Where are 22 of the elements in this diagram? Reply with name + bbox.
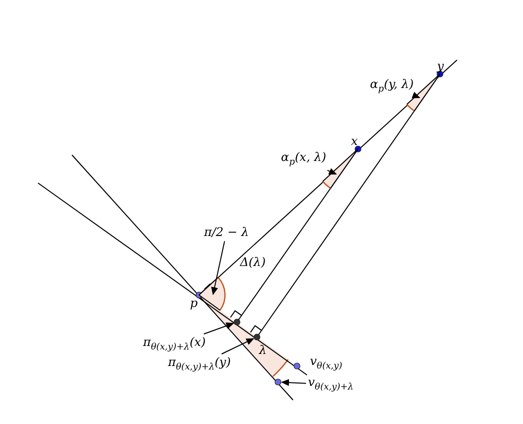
math-label: α$_{p}$(x, λ) bbox=[281, 151, 326, 168]
leader-arrow bbox=[203, 322, 234, 334]
math-label: π$_{θ(x,y)+λ}$(x) bbox=[143, 336, 206, 354]
math-label: v$_{θ(x,y)+λ}$ bbox=[308, 376, 354, 394]
math-label: α$_{p}$(y, λ) bbox=[370, 78, 414, 96]
point-label: p bbox=[190, 297, 198, 310]
leader-arrow bbox=[221, 338, 254, 354]
leader-arrow bbox=[211, 240, 226, 296]
point-marker bbox=[254, 334, 260, 340]
leader-arrow bbox=[412, 92, 420, 98]
point-marker bbox=[234, 318, 240, 326]
leader-arrow bbox=[281, 379, 306, 386]
point-label: v$_{θ(x,y)}$ bbox=[310, 355, 342, 372]
leader-arrow bbox=[326, 168, 337, 175]
math-label: π$_{θ(x,y)+λ}$(y) bbox=[168, 356, 231, 374]
math-label: π/2 − λ bbox=[204, 226, 249, 240]
math-label: Δ(λ) bbox=[240, 256, 266, 270]
point-marker bbox=[274, 378, 282, 386]
angle-wedge bbox=[198, 276, 226, 311]
point-label: x bbox=[351, 135, 358, 148]
point-label: y bbox=[437, 60, 444, 74]
angle-label: λ bbox=[259, 344, 267, 358]
